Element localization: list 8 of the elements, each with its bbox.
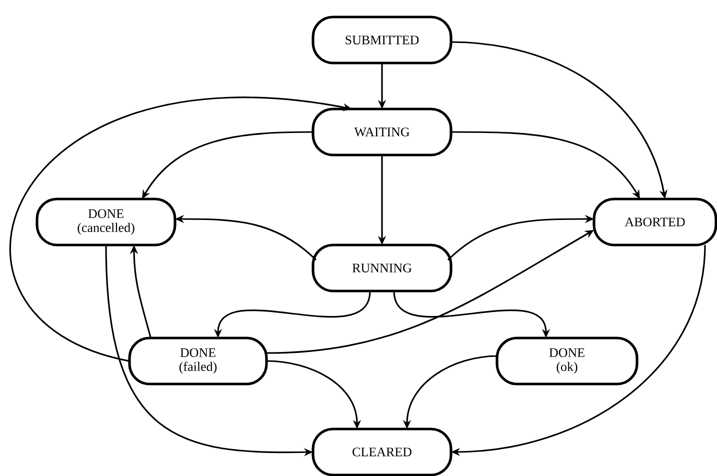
state-box: ABORTED (592, 198, 717, 246)
state-box: SUBMITTED (312, 16, 452, 64)
state-box: DONE (failed) (128, 336, 268, 386)
state-box: RUNNING (312, 244, 452, 292)
state-box: DONE (ok) (496, 336, 638, 386)
state-box: DONE (cancelled) (36, 198, 176, 246)
state-box: CLEARED (312, 428, 452, 476)
state-box: WAITING (312, 108, 452, 156)
